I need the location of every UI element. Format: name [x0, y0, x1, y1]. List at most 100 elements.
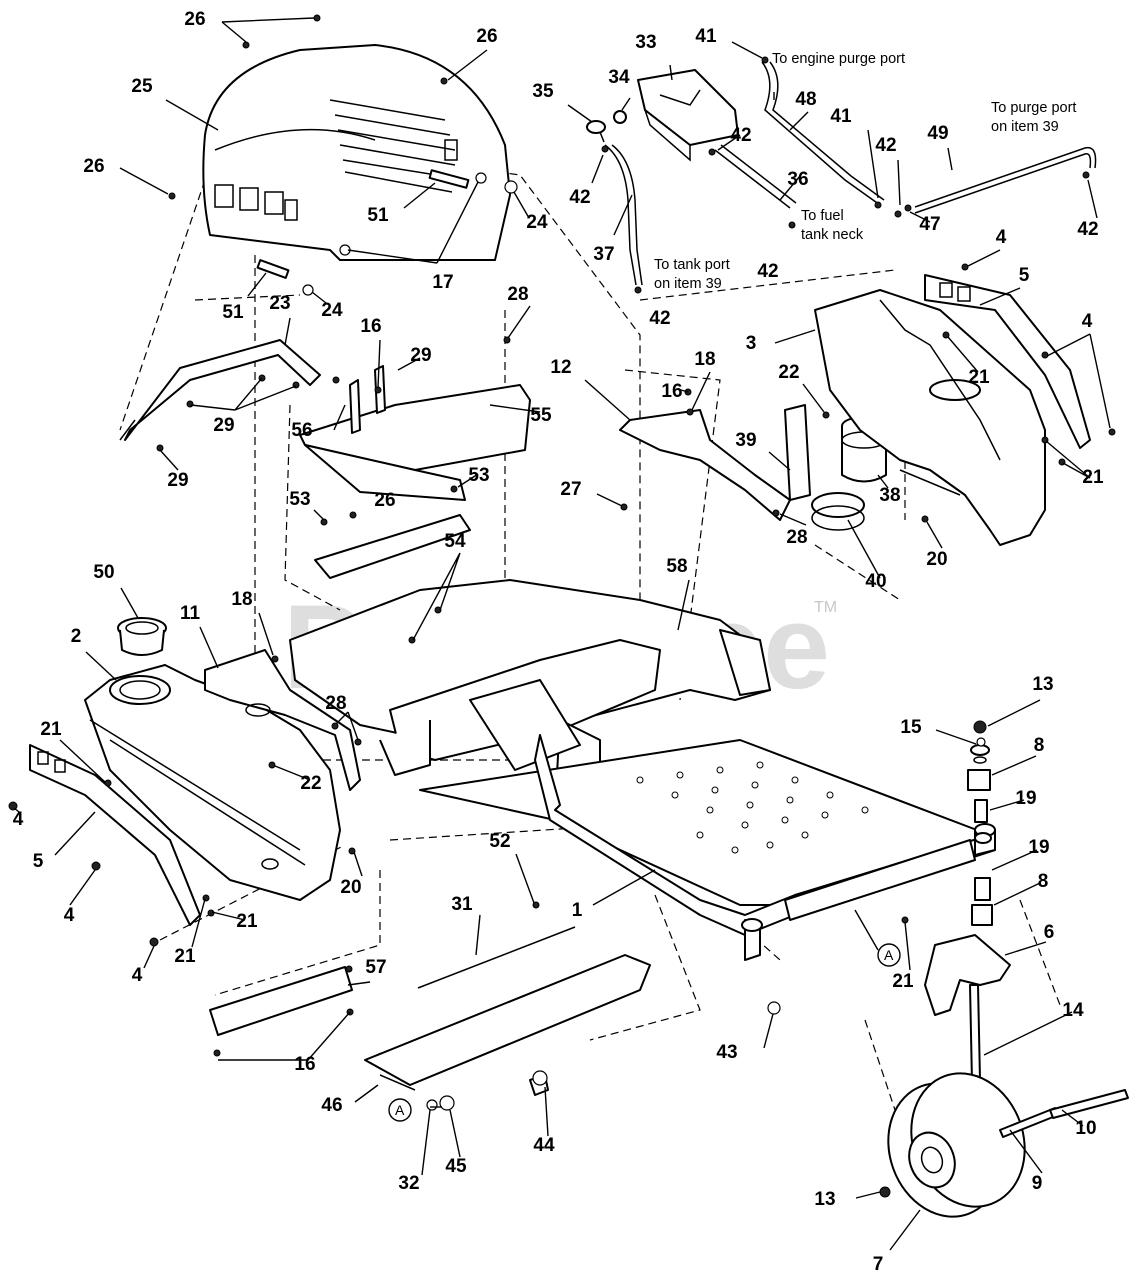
hose-37b [611, 144, 643, 286]
callout-22: 22 [300, 773, 321, 794]
callout-8: 8 [1038, 871, 1049, 892]
callout-50: 50 [93, 562, 114, 583]
callout-51: 51 [367, 205, 389, 226]
callout-35: 35 [532, 81, 554, 102]
callout-17: 17 [432, 272, 453, 293]
callout-24: 24 [526, 212, 548, 233]
callout-20: 20 [926, 549, 947, 570]
callout-27: 27 [560, 479, 581, 500]
callout-15: 15 [900, 717, 922, 738]
callout-40: 40 [865, 571, 886, 592]
callout-57: 57 [365, 957, 386, 978]
callout-36: 36 [787, 169, 808, 190]
watermark-tm: TM [814, 599, 837, 616]
callout-21: 21 [236, 911, 258, 932]
hose-48 [761, 61, 885, 206]
caster-fork [924, 934, 1011, 1016]
footrest-plate [364, 954, 651, 1096]
callout-42: 42 [569, 187, 590, 208]
ref-marker-a-footrest: A [388, 1098, 412, 1122]
callout-8: 8 [1034, 735, 1045, 756]
note-fuel-neck-line2: tank neck [801, 227, 864, 243]
hose-37 [604, 144, 637, 286]
callout-48: 48 [795, 89, 816, 110]
callout-12: 12 [550, 357, 571, 378]
callout-21: 21 [892, 971, 914, 992]
callout-4: 4 [13, 809, 24, 830]
callout-25: 25 [131, 76, 153, 97]
callout-38: 38 [879, 485, 900, 506]
charcoal-canister [637, 69, 739, 162]
callout-4: 4 [132, 965, 143, 986]
callout-28: 28 [786, 527, 807, 548]
handle-upper [428, 169, 470, 189]
callout-52: 52 [489, 831, 510, 852]
caster-wheel [887, 1072, 1026, 1218]
callout-41: 41 [695, 26, 717, 47]
callout-26: 26 [83, 156, 104, 177]
leader-lines [13, 17, 1111, 1251]
svg-text:A: A [884, 947, 894, 963]
callout-42: 42 [730, 125, 751, 146]
plate-57 [209, 966, 353, 1036]
callout-39: 39 [735, 430, 756, 451]
callout-21: 21 [968, 367, 990, 388]
callout-29: 29 [410, 345, 431, 366]
heat-shield [299, 384, 531, 501]
callout-layer: 2626262625333435414148424242424242493647… [13, 9, 1104, 1275]
note-fuel-neck-line1: To fuel [801, 208, 844, 224]
callout-31: 31 [451, 894, 473, 915]
hardware [8, 14, 1116, 1198]
note-engine-purge: To engine purge port [772, 51, 905, 67]
callout-18: 18 [694, 349, 715, 370]
spindle-14 [969, 984, 981, 1083]
callout-4: 4 [996, 227, 1007, 248]
callout-34: 34 [608, 67, 630, 88]
fuel-cap [117, 617, 167, 656]
callout-33: 33 [635, 32, 656, 53]
callout-4: 4 [1082, 311, 1093, 332]
callout-22: 22 [778, 362, 799, 383]
note-purge-item39-line1: To purge port [991, 100, 1076, 116]
callout-26: 26 [184, 9, 205, 30]
callout-29: 29 [213, 415, 234, 436]
callout-41: 41 [830, 106, 852, 127]
tank-cover-left [29, 744, 201, 926]
hose-36 [714, 144, 797, 209]
front-crossbar [784, 839, 976, 921]
callout-58: 58 [666, 556, 687, 577]
svg-text:A: A [395, 1102, 405, 1118]
bracket-56 [349, 365, 386, 434]
rod-31 [417, 926, 576, 989]
callout-42: 42 [875, 135, 896, 156]
callout-16: 16 [360, 316, 381, 337]
callout-26: 26 [374, 490, 395, 511]
callout-6: 6 [1044, 922, 1055, 943]
callout-11: 11 [180, 603, 201, 624]
callout-37: 37 [593, 244, 614, 265]
callout-21: 21 [1082, 467, 1104, 488]
callout-51: 51 [222, 302, 244, 323]
callout-42: 42 [1077, 219, 1098, 240]
callout-16: 16 [661, 381, 682, 402]
handle-lower [256, 259, 290, 279]
callout-32: 32 [398, 1173, 419, 1194]
valve-bracket [784, 404, 811, 501]
note-tank-port-line2: on item 39 [654, 276, 722, 292]
callout-45: 45 [445, 1156, 467, 1177]
note-tank-port-line1: To tank port [654, 257, 730, 273]
callout-5: 5 [1019, 265, 1030, 286]
callout-56: 56 [291, 420, 312, 441]
callout-19: 19 [1028, 837, 1049, 858]
mount-plate [314, 514, 471, 579]
callout-23: 23 [269, 293, 290, 314]
bracket-11-hole [245, 703, 271, 717]
callout-1: 1 [572, 900, 583, 921]
callout-55: 55 [530, 405, 552, 426]
callout-21: 21 [174, 946, 196, 967]
grommet-34 [613, 110, 627, 124]
hose-49 [914, 146, 1097, 214]
note-purge-item39-line2: on item 39 [991, 119, 1059, 135]
callout-3: 3 [746, 333, 757, 354]
